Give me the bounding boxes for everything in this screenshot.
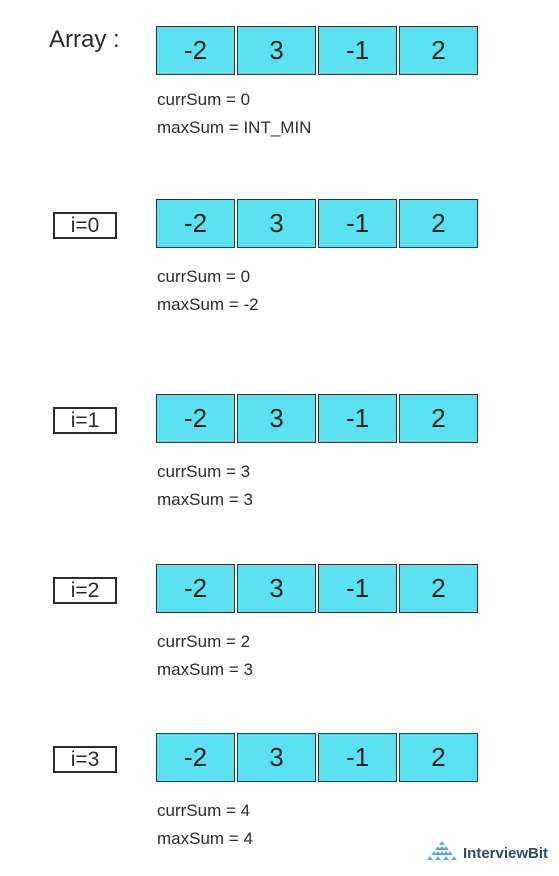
array-cell: -2: [156, 199, 235, 248]
max-sum-text: maxSum = -2: [157, 295, 259, 314]
iteration-label: i=1: [53, 407, 117, 434]
max-sum-text: maxSum = 3: [157, 660, 253, 679]
max-sum-text: maxSum = 3: [157, 490, 253, 509]
step-info: currSum = 2 maxSum = 3: [157, 628, 253, 684]
array-cells: -2 3 -1 2: [156, 564, 478, 613]
step-info: currSum = 0 maxSum = INT_MIN: [157, 86, 311, 142]
curr-sum-text: currSum = 2: [157, 632, 251, 651]
array-cell: 2: [399, 564, 478, 613]
curr-sum-text: currSum = 4: [157, 801, 251, 820]
array-cell: -1: [318, 26, 397, 75]
iteration-label: i=2: [53, 577, 117, 604]
array-cell: -2: [156, 26, 235, 75]
array-cell: 2: [399, 394, 478, 443]
array-cell: 2: [399, 733, 478, 782]
array-cell: 3: [237, 564, 316, 613]
array-cells: -2 3 -1 2: [156, 199, 478, 248]
array-cell: -2: [156, 733, 235, 782]
step-info: currSum = 0 maxSum = -2: [157, 263, 259, 319]
array-cell: 2: [399, 199, 478, 248]
array-cells: -2 3 -1 2: [156, 26, 478, 75]
step-info: currSum = 4 maxSum = 4: [157, 797, 253, 853]
interviewbit-logo-icon: [424, 840, 460, 867]
array-cell: -1: [318, 199, 397, 248]
array-cell: -1: [318, 733, 397, 782]
curr-sum-text: currSum = 0: [157, 90, 251, 109]
array-cells: -2 3 -1 2: [156, 394, 478, 443]
array-cell: -2: [156, 394, 235, 443]
interviewbit-brand: InterviewBit: [424, 840, 548, 867]
curr-sum-text: currSum = 0: [157, 267, 251, 286]
array-cell: -2: [156, 564, 235, 613]
array-cell: 3: [237, 199, 316, 248]
max-sum-text: maxSum = INT_MIN: [157, 118, 312, 137]
interviewbit-brand-text: InterviewBit: [463, 845, 549, 862]
array-cell: -1: [318, 564, 397, 613]
iteration-label: i=0: [53, 212, 117, 239]
step-info: currSum = 3 maxSum = 3: [157, 458, 253, 514]
array-cells: -2 3 -1 2: [156, 733, 478, 782]
array-cell: -1: [318, 394, 397, 443]
iteration-label: i=3: [53, 746, 117, 773]
array-label: Array :: [49, 26, 120, 53]
array-cell: 3: [237, 733, 316, 782]
array-cell: 2: [399, 26, 478, 75]
array-cell: 3: [237, 26, 316, 75]
max-sum-text: maxSum = 4: [157, 829, 253, 848]
curr-sum-text: currSum = 3: [157, 462, 251, 481]
array-cell: 3: [237, 394, 316, 443]
